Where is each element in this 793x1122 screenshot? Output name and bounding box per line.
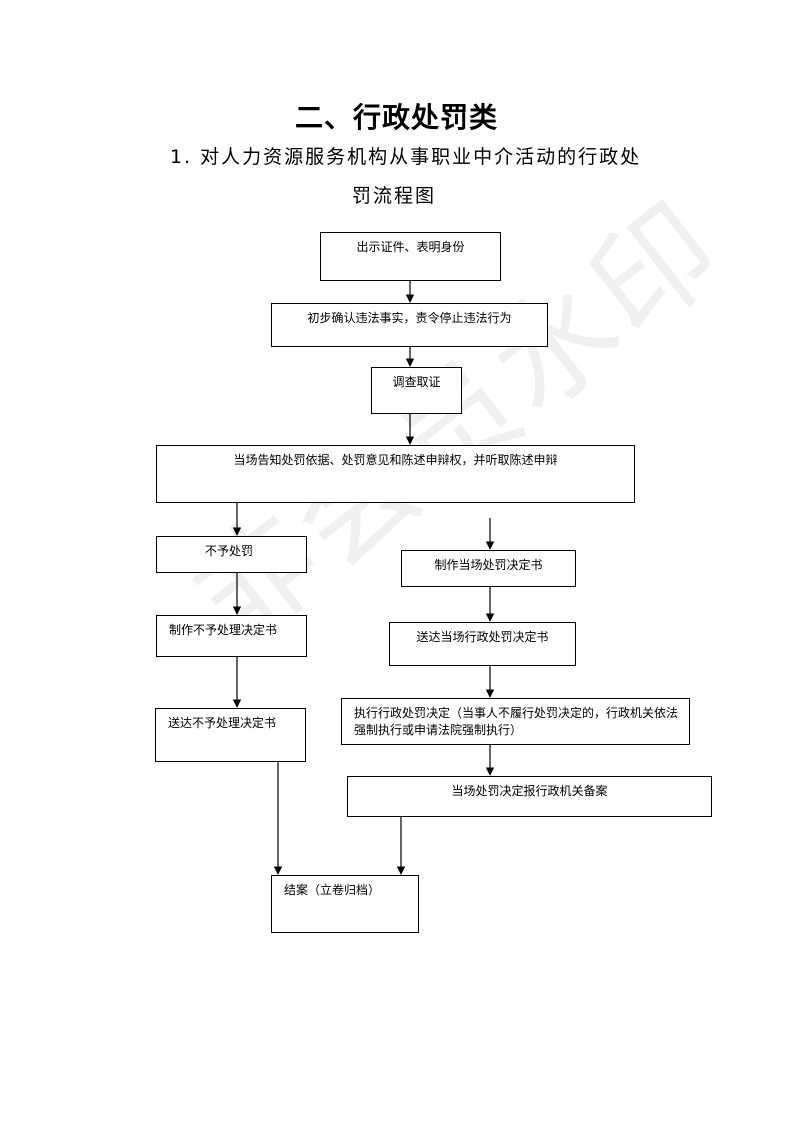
- node-investigate: 调查取证: [371, 367, 462, 414]
- node-deliver-no-penalty: 送达不予处理决定书: [155, 708, 306, 762]
- node-make-no-penalty: 制作不予处理决定书: [156, 615, 307, 657]
- node-close: 结案（立卷归档）: [271, 875, 419, 933]
- node-confirm: 初步确认违法事实，责令停止违法行为: [271, 303, 548, 347]
- node-make-penalty: 制作当场处罚决定书: [401, 550, 576, 587]
- page-title: 二、行政处罚类: [294, 101, 498, 134]
- node-report: 当场处罚决定报行政机关备案: [347, 776, 712, 817]
- diagram-title-line1: 1. 对人力资源服务机构从事职业中介活动的行政处: [170, 146, 642, 168]
- node-deliver-penalty: 送达当场行政处罚决定书: [389, 622, 576, 666]
- node-show-id: 出示证件、表明身份: [320, 232, 501, 281]
- node-execute: 执行行政处罚决定（当事人不履行处罚决定的，行政机关依法强制执行或申请法院强制执行…: [341, 698, 690, 745]
- node-no-penalty: 不予处罚: [156, 536, 307, 573]
- diagram-title-line2: 罚流程图: [352, 185, 437, 207]
- node-notify: 当场告知处罚依据、处罚意见和陈述申辩权，并听取陈述申辩: [156, 445, 635, 503]
